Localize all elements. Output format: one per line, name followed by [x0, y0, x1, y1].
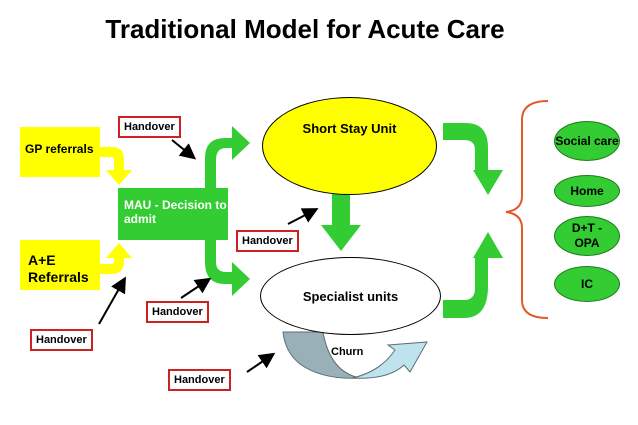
handover-box-2: Handover: [236, 230, 299, 252]
handover-pointer-5: [246, 352, 276, 373]
handover-box-5: Handover: [168, 369, 231, 391]
outcomes-brace: [505, 100, 549, 319]
handover-pointer-3: [180, 277, 212, 299]
outcome-dt-opa-label: D+T - OPA: [571, 221, 603, 250]
specialist-units: Specialist units: [260, 257, 441, 335]
handover-pointer-4: [98, 276, 126, 325]
handover-box-1: Handover: [118, 116, 181, 138]
mau-to-specialist-arrow: [205, 238, 250, 296]
specialist-to-outcomes-arrow: [443, 232, 503, 318]
outcome-home: Home: [554, 175, 620, 207]
specialist-label: Specialist units: [302, 288, 399, 304]
short-stay-to-specialist-arrow: [321, 193, 361, 251]
outcome-dt-opa: D+T - OPA: [554, 216, 620, 256]
handover-box-4: Handover: [30, 329, 93, 351]
gp-to-mau-arrow: [100, 147, 132, 185]
mau-to-short-stay-arrow: [205, 126, 250, 192]
churn-loop-grey: [282, 331, 361, 379]
ae-referrals-label: A+E Referrals: [28, 252, 89, 285]
handover-box-3: Handover: [146, 301, 209, 323]
ae-to-mau-arrow: [100, 243, 132, 274]
churn-label: Churn: [331, 346, 364, 358]
short-stay-unit: Short Stay Unit: [262, 97, 437, 195]
outcome-ic: IC: [554, 266, 620, 302]
handover-pointer-1: [171, 139, 197, 160]
handover-pointer-2: [287, 208, 319, 225]
outcome-social-care: Social care: [554, 121, 620, 161]
mau-box: MAU - Decision to admit: [118, 188, 228, 240]
outcome-home-label: Home: [570, 183, 604, 198]
gp-referrals-label: GP referrals: [25, 142, 94, 156]
outcome-ic-label: IC: [581, 276, 593, 291]
short-stay-label: Short Stay Unit: [302, 121, 397, 136]
ae-referrals-box: A+E Referrals: [20, 240, 100, 290]
gp-referrals-box: GP referrals: [20, 127, 100, 177]
outcome-social-care-label: Social care: [555, 133, 619, 148]
page-title: Traditional Model for Acute Care: [105, 14, 505, 44]
short-stay-to-outcomes-arrow: [443, 123, 503, 195]
churn-loop-blue: [351, 341, 428, 379]
mau-label: MAU - Decision to admit: [124, 198, 227, 226]
